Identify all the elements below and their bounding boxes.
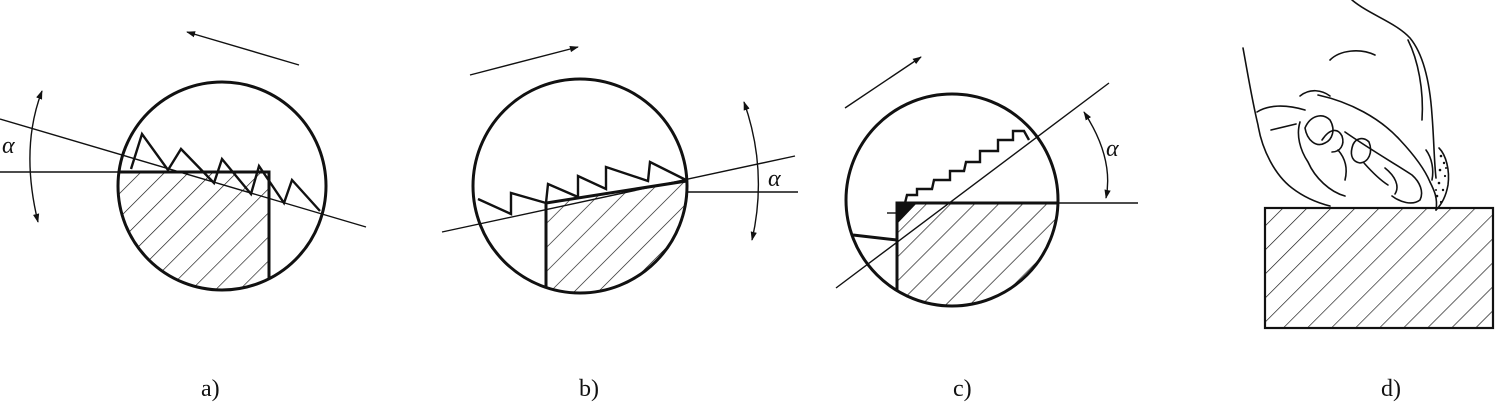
angle-label-b: α (768, 166, 781, 192)
scraper-tip-c (897, 203, 917, 224)
angle-label-a: α (2, 133, 15, 159)
angle-label-c: α (1106, 136, 1119, 162)
scraper-line-c (835, 82, 1110, 289)
workpiece-circle-a (116, 80, 328, 292)
scraper-teeth-b (477, 160, 687, 216)
caption-d: d) (1381, 376, 1401, 402)
scraping-debris-d (1435, 154, 1447, 204)
workpiece-hatch-c (897, 203, 1058, 306)
motion-arrow-c (844, 56, 922, 109)
scraper-line-a (0, 118, 367, 228)
panel-c: α c) (835, 56, 1138, 402)
motion-arrow-a (186, 31, 300, 66)
caption-a: a) (201, 376, 220, 402)
angle-arc-b (743, 101, 760, 241)
burr-line-c (852, 233, 898, 242)
panel-b: α b) (441, 45, 798, 402)
workpiece-block-d (1263, 206, 1495, 330)
scraper-teeth-a (129, 131, 321, 212)
scraper-steps-c (903, 129, 1031, 204)
hand-drawing-d (1242, 0, 1450, 211)
workpiece-circle-c (844, 92, 1060, 308)
angle-arc-a (29, 90, 43, 223)
angle-arc-c (1083, 111, 1111, 199)
motion-arrow-b (469, 45, 579, 76)
caption-b: b) (579, 376, 599, 402)
workpiece-outline-a (118, 170, 271, 290)
panel-a: α a) (0, 31, 367, 402)
panel-d: d) (1242, 0, 1495, 402)
workpiece-circle-b (471, 77, 689, 295)
scraper-line-b (441, 155, 796, 233)
caption-c: c) (953, 376, 972, 402)
